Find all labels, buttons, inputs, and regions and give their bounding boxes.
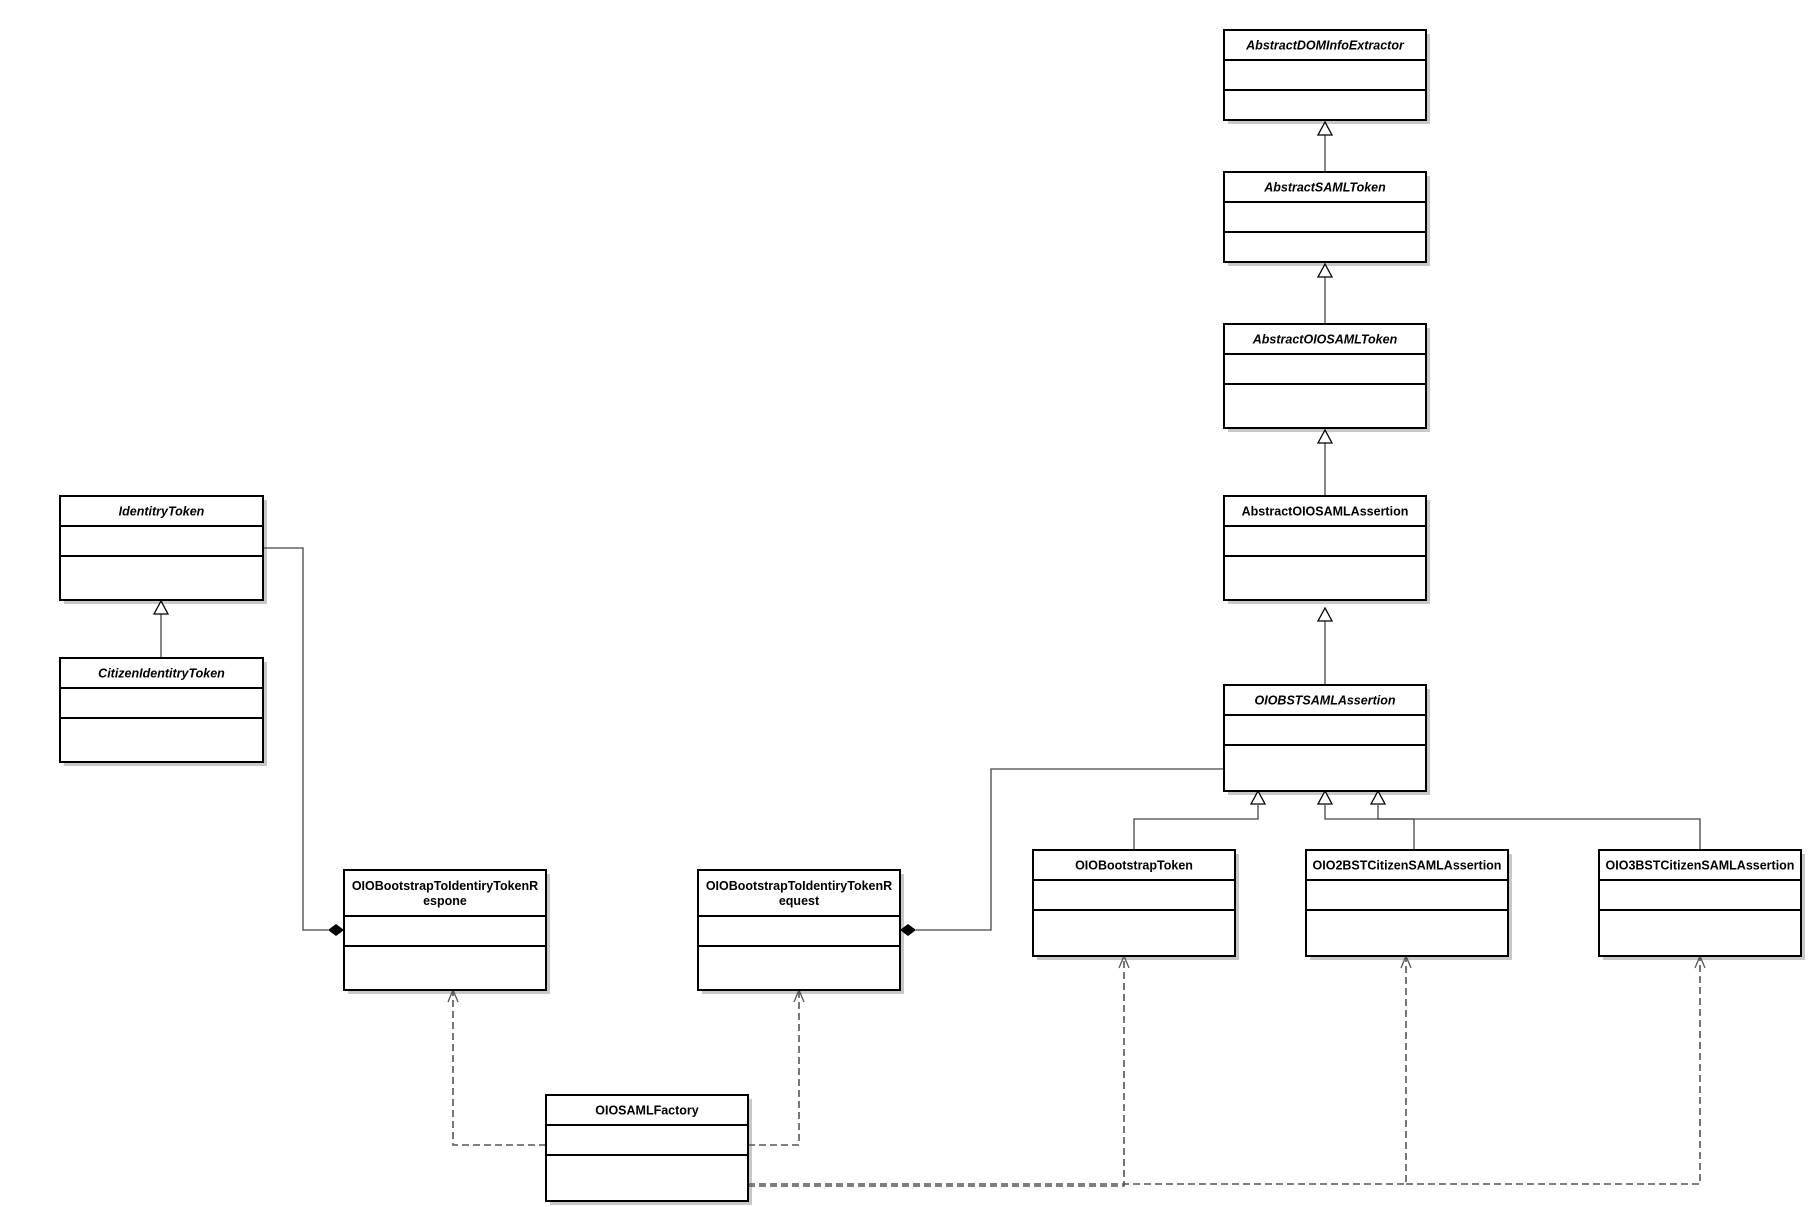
generalization-arrowhead — [152, 599, 170, 615]
generalization-arrowhead — [1316, 428, 1334, 444]
class-box-oiobst-saml-assertion[interactable]: OIOBSTSAMLAssertion — [1223, 684, 1427, 792]
class-name: AbstractOIOSAMLAssertion — [1242, 505, 1409, 519]
class-name: OIOSAMLFactory — [595, 1104, 699, 1118]
class-name: OIOBootstrapToIdentiryTokenR — [706, 879, 892, 893]
class-box-citizen-identity-token[interactable]: CitizenIdentitryToken — [59, 657, 264, 763]
class-name: OIOBSTSAMLAssertion — [1255, 694, 1396, 708]
class-name: CitizenIdentitryToken — [98, 667, 225, 681]
class-frame — [1223, 323, 1427, 429]
class-name: OIO2BSTCitizenSAMLAssertion — [1313, 859, 1502, 873]
class-frame — [59, 495, 264, 601]
class-frame — [697, 869, 901, 991]
relation-edges — [152, 120, 1706, 1187]
class-shadows — [64, 34, 1805, 1205]
generalization-arrowhead — [1316, 262, 1334, 278]
class-frame — [545, 1094, 749, 1202]
class-frame — [1223, 29, 1427, 121]
class-name: OIOBootstrapToIdentiryTokenR — [352, 879, 538, 893]
class-boxes: AbstractDOMInfoExtractorAbstractSAMLToke… — [59, 29, 1802, 1202]
dependency-line — [748, 958, 1407, 1185]
class-box-oio2bst-citizen-saml-assertion[interactable]: OIO2BSTCitizenSAMLAssertion — [1305, 849, 1509, 957]
generalization-arrowhead — [1249, 789, 1267, 805]
class-frame — [1223, 171, 1427, 263]
class-box-identity-token[interactable]: IdentitryToken — [59, 495, 264, 601]
class-name: AbstractDOMInfoExtractor — [1245, 39, 1405, 53]
generalization-line — [1133, 805, 1259, 850]
class-frame — [1223, 495, 1427, 601]
class-frame — [59, 657, 264, 763]
class-name: espone — [423, 894, 467, 908]
class-box-oio3bst-citizen-saml-assertion[interactable]: OIO3BSTCitizenSAMLAssertion — [1598, 849, 1802, 957]
generalization-arrowhead — [1316, 606, 1334, 622]
composition-diamond — [900, 924, 916, 936]
generalization-arrowhead — [1316, 789, 1334, 805]
class-box-oio-bootstrap-token[interactable]: OIOBootstrapToken — [1032, 849, 1236, 957]
class-name: IdentitryToken — [119, 505, 205, 519]
class-name: equest — [779, 894, 820, 908]
class-frame — [343, 869, 547, 991]
class-box-abstract-oiosaml-token[interactable]: AbstractOIOSAMLToken — [1223, 323, 1427, 429]
dependency-line — [452, 992, 546, 1146]
class-box-abstract-dom-info-extractor[interactable]: AbstractDOMInfoExtractor — [1223, 29, 1427, 121]
dependency-line — [748, 958, 1125, 1187]
class-name: AbstractOIOSAMLToken — [1252, 333, 1398, 347]
class-name: AbstractSAMLToken — [1263, 181, 1386, 195]
class-frame — [1223, 684, 1427, 792]
class-box-abstract-saml-token[interactable]: AbstractSAMLToken — [1223, 171, 1427, 263]
class-frame — [1032, 849, 1236, 957]
composition-line — [916, 768, 1224, 931]
dependency-line — [1406, 958, 1701, 1185]
composition-diamond — [328, 924, 344, 936]
composition-line — [263, 547, 328, 931]
generalization-line — [1377, 805, 1701, 850]
generalization-arrowhead — [1369, 789, 1387, 805]
class-box-oiosaml-factory[interactable]: OIOSAMLFactory — [545, 1094, 749, 1202]
generalization-arrowhead — [1316, 120, 1334, 136]
class-frame — [1305, 849, 1509, 957]
class-frame — [1598, 849, 1802, 957]
dependency-line — [748, 992, 800, 1146]
class-name: OIOBootstrapToken — [1075, 859, 1193, 873]
class-box-abstract-oiosaml-assertion[interactable]: AbstractOIOSAMLAssertion — [1223, 495, 1427, 601]
generalization-line — [1324, 805, 1415, 850]
class-name: OIO3BSTCitizenSAMLAssertion — [1606, 859, 1795, 873]
